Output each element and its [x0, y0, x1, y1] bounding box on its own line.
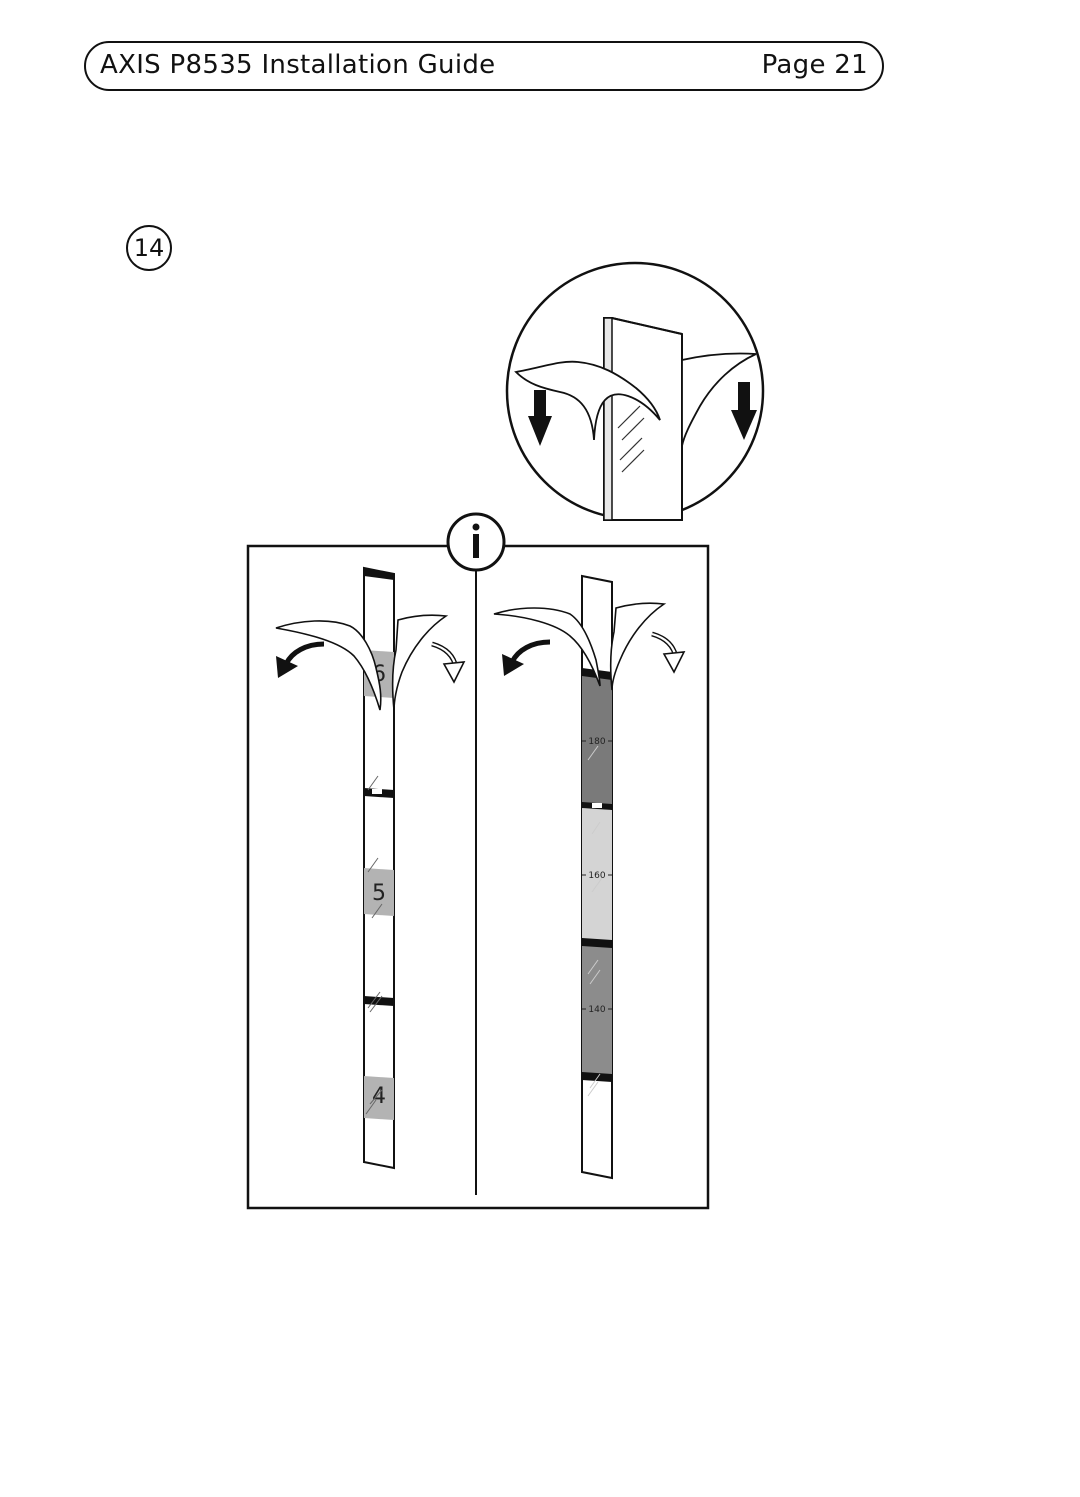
height-mark: 140	[588, 1005, 605, 1015]
curved-arrow-left-icon	[276, 641, 325, 678]
curved-arrow-right-icon	[431, 641, 466, 684]
document-title: AXIS P8535 Installation Guide	[100, 50, 496, 80]
height-mark: 160	[588, 871, 605, 881]
curved-arrow-right-icon	[651, 631, 686, 674]
height-mark: 180	[588, 737, 605, 747]
page-header: AXIS P8535 Installation Guide Page 21	[84, 41, 884, 91]
arrow-down-icon	[731, 382, 757, 440]
info-icon	[446, 512, 506, 572]
curved-arrow-left-icon	[502, 639, 551, 676]
strip-number: 5	[372, 881, 386, 906]
strip-number: 4	[372, 1084, 386, 1109]
arrow-down-icon	[528, 390, 552, 446]
step-number-badge: 14	[126, 225, 172, 271]
left-tape-strip: 6 5 4	[275, 566, 466, 1170]
page-number: Page 21	[761, 50, 868, 80]
detail-circle	[505, 261, 765, 521]
comparison-panel	[246, 512, 710, 1210]
glass-hatch-icon	[617, 405, 645, 473]
right-tape-strip: 180 160 140	[493, 574, 686, 1180]
